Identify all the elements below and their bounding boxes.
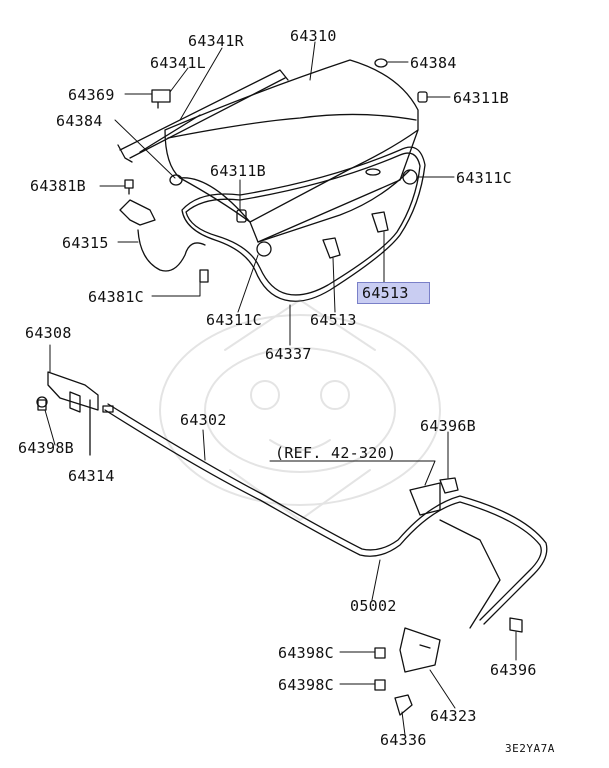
trunk-lid (164, 59, 419, 243)
label-64308: 64308 (25, 324, 72, 342)
label-64381b: 64381B (30, 177, 86, 195)
bolt-64398c-1 (374, 647, 386, 659)
label-64398b: 64398B (18, 439, 74, 457)
label-64384-left: 64384 (56, 112, 103, 130)
label-64323: 64323 (430, 707, 477, 725)
bumper-64311b-mid (236, 209, 247, 223)
label-64315: 64315 (62, 234, 109, 252)
bolt-64381b (124, 179, 134, 195)
label-64302: 64302 (180, 411, 227, 429)
clip-64396 (509, 617, 523, 633)
label-64341r: 64341R (188, 32, 244, 50)
label-64398c-1: 64398C (278, 644, 334, 662)
latch-64308-64314 (36, 371, 99, 456)
label-64311b-mid: 64311B (210, 162, 266, 180)
bumper-64311b-top (417, 91, 428, 103)
label-64336: 64336 (380, 731, 427, 749)
watermark-emblem (159, 299, 441, 521)
label-64384-top: 64384 (410, 54, 457, 72)
label-64337: 64337 (265, 345, 312, 363)
hinge-64315 (119, 199, 206, 272)
label-64314: 64314 (68, 467, 115, 485)
lever-64336 (394, 694, 413, 716)
label-64311c-right: 64311C (456, 169, 512, 187)
clips-64513 (322, 211, 389, 259)
label-64311b-top: 64311B (453, 89, 509, 107)
label-64381c: 64381C (88, 288, 144, 306)
label-64311c-bottom: 64311C (206, 311, 262, 329)
bolt-64381c (199, 269, 209, 283)
bumper-64384-left (169, 174, 183, 186)
handle-ref (409, 482, 441, 516)
clip-64369 (151, 89, 171, 109)
label-64310: 64310 (290, 27, 337, 45)
label-64398c-2: 64398C (278, 676, 334, 694)
label-64513-highlighted: 64513 (357, 282, 430, 304)
clip-64396b (439, 477, 459, 494)
weatherstrip (181, 146, 426, 302)
label-64513: 64513 (310, 311, 357, 329)
label-64396: 64396 (490, 661, 537, 679)
opener-64323 (399, 627, 441, 673)
bolt-64398b (37, 399, 47, 411)
label-64369: 64369 (68, 86, 115, 104)
leader-lines (44, 41, 517, 736)
torsion-bars (117, 69, 289, 163)
bolt-64398c-2 (374, 679, 386, 691)
bumper-64311c-right (402, 169, 418, 185)
label-ref-42-320: (REF. 42-320) (275, 444, 397, 462)
label-64396b: 64396B (420, 417, 476, 435)
bumper-64311c-bottom (256, 241, 272, 257)
diagram-code: 3E2YA7A (505, 742, 555, 755)
label-64341l: 64341L (150, 54, 206, 72)
label-05002: 05002 (350, 597, 397, 615)
release-cable (102, 403, 548, 629)
bumper-64384-top (374, 58, 388, 68)
